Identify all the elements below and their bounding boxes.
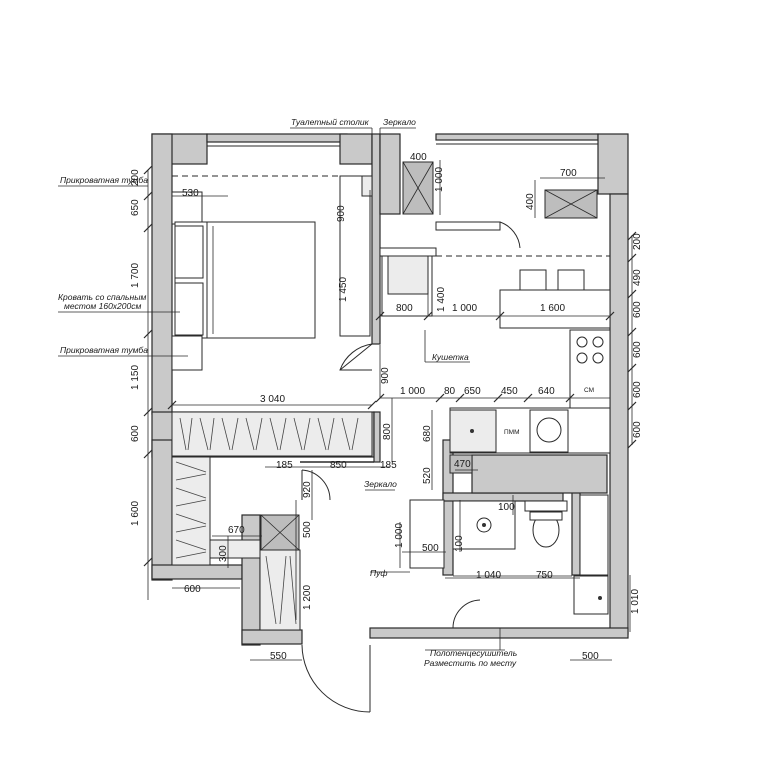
dim-530: 530 (182, 188, 199, 199)
leader-lines (58, 127, 505, 651)
dim-700: 700 (560, 168, 577, 179)
dim-500b: 500 (422, 543, 439, 554)
dim-3040: 3 040 (260, 394, 285, 405)
dim-550: 550 (270, 651, 287, 662)
dim-400: 400 (410, 152, 427, 163)
dim-520: 520 (422, 467, 433, 484)
kitchen-furniture (379, 221, 611, 454)
dim-80: 80 (444, 386, 456, 397)
dim-300: 300 (218, 545, 229, 562)
dim-640: 640 (538, 386, 555, 397)
dim-600a: 600 (632, 301, 643, 318)
label-nightstand-top: Прикроватная тумба (60, 175, 148, 185)
dim-500a: 500 (302, 521, 313, 538)
dim-850: 850 (330, 460, 347, 471)
dim-1200: 1 200 (302, 585, 313, 610)
room-labels: Туалетный столик Зеркало Прикроватная ту… (58, 117, 594, 668)
label-bed-line2: местом 160х200см (64, 301, 141, 311)
dim-1400: 1 400 (436, 287, 447, 312)
label-towel-line1: Полотенцесушитель (430, 648, 517, 658)
label-bed-line1: Кровать со спальным (58, 292, 146, 302)
dim-900b: 900 (380, 367, 391, 384)
dim-1000b: 1 000 (452, 303, 477, 314)
dim-1000d: 1 000 (394, 523, 405, 548)
dim-1150: 1 150 (130, 365, 141, 390)
dim-900a: 900 (336, 205, 347, 222)
label-pouf: Пуф (370, 568, 388, 578)
dim-1450: 1 450 (338, 277, 349, 302)
dimension-lines (147, 160, 633, 661)
label-towel-line2: Разместить по месту (424, 658, 517, 668)
dim-1600b: 1 600 (130, 501, 141, 526)
dim-200b: 200 (130, 169, 141, 186)
dim-600f: 600 (184, 584, 201, 595)
dim-1600a: 1 600 (540, 303, 565, 314)
dim-100b: 100 (454, 535, 465, 552)
dim-1010: 1 010 (630, 589, 641, 614)
label-washer: СМ (584, 387, 594, 394)
dim-650b: 650 (464, 386, 481, 397)
label-vanity: Туалетный столик (291, 117, 370, 127)
dim-400b: 400 (525, 193, 536, 210)
dim-1040: 1 040 (476, 570, 501, 581)
dim-600c: 600 (632, 381, 643, 398)
corridor-bath (171, 456, 609, 713)
dim-100a: 100 (498, 502, 515, 513)
dim-1000c: 1 000 (400, 386, 425, 397)
label-nightstand-bottom: Прикроватная тумба (60, 345, 148, 355)
dim-670: 670 (228, 525, 245, 536)
dimension-labels: 400 1 000 700 400 200 490 600 600 600 60… (130, 152, 643, 662)
dim-490: 490 (632, 269, 643, 286)
dim-600e: 600 (130, 425, 141, 442)
dim-800a: 800 (396, 303, 413, 314)
dim-680: 680 (422, 425, 433, 442)
dim-500c: 500 (582, 651, 599, 662)
bedroom-furniture (171, 175, 373, 457)
dim-750: 750 (536, 570, 553, 581)
dim-600b: 600 (632, 341, 643, 358)
dim-200a: 200 (632, 233, 643, 250)
label-couch: Кушетка (432, 352, 469, 362)
dim-600d: 600 (632, 421, 643, 438)
dim-1000a: 1 000 (434, 167, 445, 192)
dim-1700: 1 700 (130, 263, 141, 288)
label-mirror-top: Зеркало (383, 117, 416, 127)
dim-470: 470 (454, 459, 471, 470)
dimension-ticks (143, 165, 637, 567)
dim-450: 450 (501, 386, 518, 397)
label-mirror-bottom: Зеркало (364, 479, 397, 489)
dim-185b: 185 (380, 460, 397, 471)
label-dishwasher: ПММ (504, 429, 520, 436)
dim-185a: 185 (276, 460, 293, 471)
dim-650: 650 (130, 199, 141, 216)
ventilation-shafts (260, 161, 598, 551)
dim-920: 920 (302, 481, 313, 498)
dim-800b: 800 (382, 423, 393, 440)
